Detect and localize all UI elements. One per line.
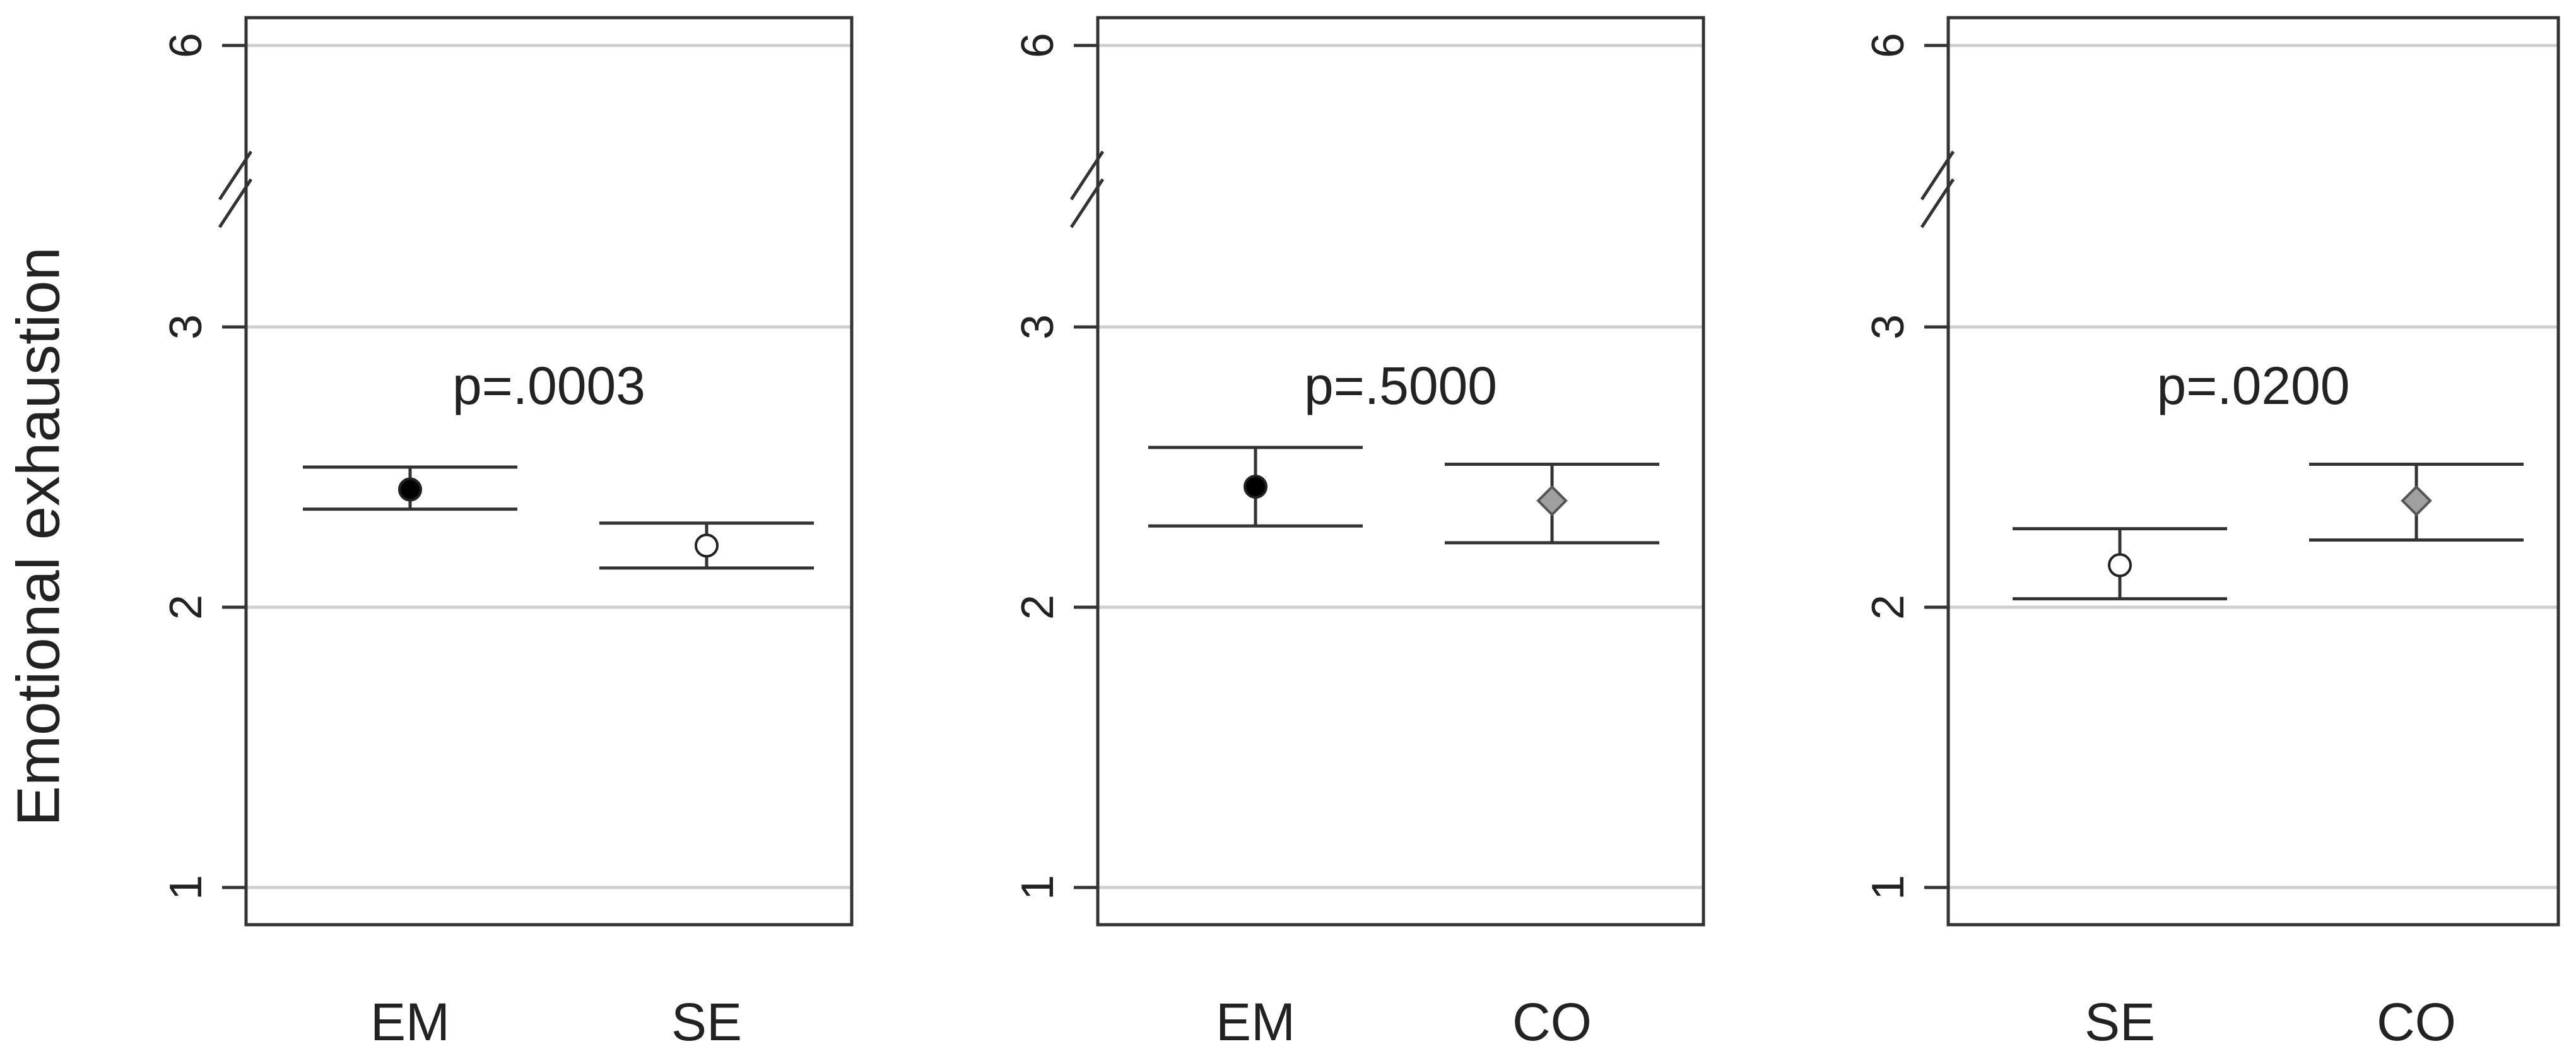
x-category-label: EM — [1216, 992, 1295, 1052]
axis-break-mark — [1920, 178, 1955, 228]
p-value-annotation: p=.5000 — [1304, 356, 1497, 415]
y-axis-title: Emotional exhaustion — [4, 247, 72, 826]
plot-frame — [244, 16, 854, 927]
axis-break-mark — [1069, 150, 1105, 201]
p-value-annotation: p=.0200 — [2157, 356, 2350, 415]
y-tick-label: 2 — [1863, 595, 1914, 620]
y-tick-label: 3 — [1013, 314, 1063, 340]
y-tick-label: 3 — [161, 314, 211, 340]
data-point-se — [2108, 553, 2132, 578]
y-tick-label: 6 — [1013, 33, 1063, 58]
data-point-em — [1244, 475, 1267, 499]
data-point-em — [398, 477, 422, 502]
x-category-label: CO — [1512, 992, 1592, 1052]
x-category-label: SE — [671, 992, 742, 1052]
x-category-label: SE — [2085, 992, 2155, 1052]
y-tick-label: 2 — [1013, 595, 1063, 620]
x-category-label: EM — [370, 992, 450, 1052]
y-tick-label: 1 — [1013, 875, 1063, 900]
y-tick-label: 1 — [161, 875, 211, 900]
axis-break-mark — [1920, 150, 1955, 201]
y-tick-label: 1 — [1863, 875, 1914, 900]
plot-frame — [1946, 16, 2560, 927]
axis-break-mark — [1069, 178, 1105, 228]
y-tick-label: 3 — [1863, 314, 1914, 340]
x-category-label: CO — [2377, 992, 2456, 1052]
y-tick-label: 6 — [1863, 33, 1914, 58]
y-tick-label: 2 — [161, 595, 211, 620]
data-point-co — [1536, 485, 1568, 517]
y-tick-label: 6 — [161, 33, 211, 58]
p-value-annotation: p=.0003 — [452, 356, 645, 415]
axis-break-mark — [218, 178, 253, 228]
data-point-se — [695, 533, 719, 558]
axis-break-mark — [218, 150, 253, 201]
plot-frame — [1096, 16, 1705, 927]
data-point-co — [2401, 485, 2432, 517]
